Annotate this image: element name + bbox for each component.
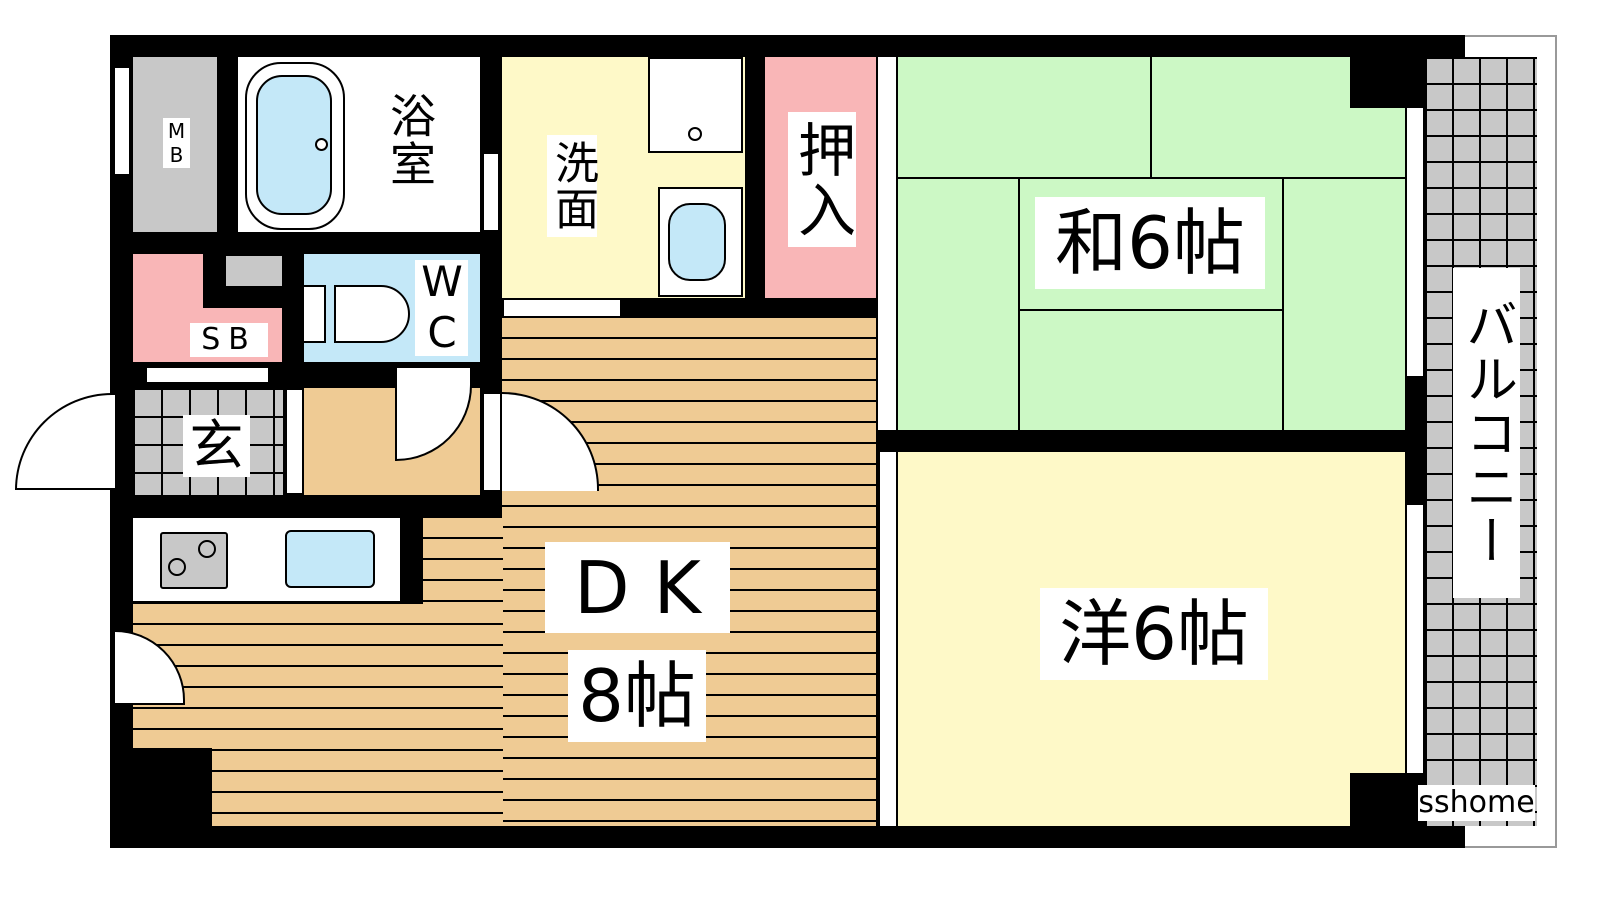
washroom-opening[interactable] (502, 298, 622, 318)
sb-shelf (226, 256, 282, 286)
toilet-tank (304, 285, 326, 343)
burner-icon (168, 558, 186, 576)
kitchen-sink (285, 530, 375, 588)
sliding-door-japanese[interactable] (876, 57, 898, 430)
sink-basin (668, 203, 726, 281)
front-door[interactable] (15, 393, 115, 490)
corner-pillar (1350, 57, 1405, 108)
tatami-line (1018, 177, 1020, 430)
tatami-line (1018, 309, 1284, 311)
bottom-left-pillar (110, 748, 212, 826)
shoe-cabinet (145, 366, 270, 384)
western-room-label: 洋6帖 (1040, 588, 1268, 680)
bathroom-label: 浴室 (383, 88, 437, 192)
closet-label: 押入 (788, 112, 856, 247)
window-western-room[interactable] (1405, 505, 1425, 773)
tatami-line (1282, 177, 1284, 430)
bath-door[interactable] (482, 152, 500, 232)
corner-pillar (1350, 773, 1405, 826)
meter-box-label: MB (163, 118, 190, 168)
tatami-line (898, 177, 1405, 179)
drain-icon (315, 138, 328, 151)
sliding-door-western[interactable] (878, 452, 898, 826)
dining-kitchen-floor (133, 604, 503, 826)
entrance-opening[interactable] (285, 388, 304, 495)
window-japanese-room[interactable] (1405, 108, 1425, 376)
storage-box-label: SB (190, 323, 268, 357)
tatami-line (1150, 57, 1152, 177)
japanese-room-label: 和6帖 (1035, 197, 1265, 289)
mb-door[interactable] (113, 66, 131, 176)
dining-kitchen-label: DK (545, 542, 730, 633)
toilet-label: WC (415, 257, 468, 359)
dk-door-frame[interactable] (482, 392, 502, 492)
dining-kitchen-size-label: 8帖 (568, 650, 706, 742)
washroom-label: 洗面 (547, 135, 598, 237)
dining-kitchen-floor (423, 518, 503, 608)
balcony-label: バルコニー (1453, 268, 1520, 598)
toilet-bowl (334, 285, 410, 343)
washer-drain-icon (688, 127, 702, 141)
watermark: sshome (1418, 785, 1535, 821)
bathtub-water (256, 75, 332, 215)
burner-icon (198, 540, 216, 558)
entrance-label: 玄 (183, 415, 250, 477)
